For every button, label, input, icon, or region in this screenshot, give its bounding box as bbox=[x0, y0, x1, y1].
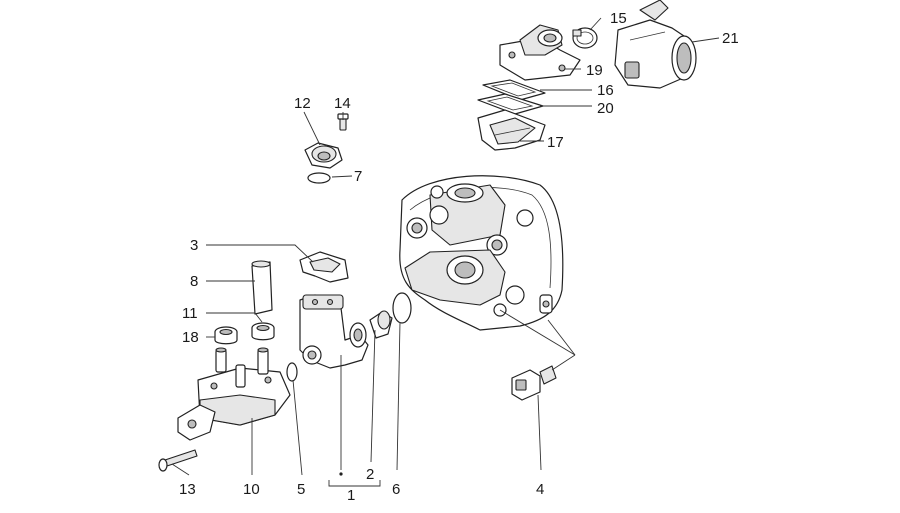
temperature-sensor-4 bbox=[511, 365, 557, 401]
cap-11 bbox=[251, 322, 275, 341]
carburetor-21 bbox=[614, 0, 697, 89]
callout-12: 12 bbox=[294, 95, 311, 112]
callout-10: 10 bbox=[243, 481, 260, 498]
callout-7: 7 bbox=[354, 168, 362, 185]
o-ring-7 bbox=[307, 172, 331, 184]
callout-2: 2 bbox=[366, 466, 374, 483]
hose-clamp-15 bbox=[572, 27, 598, 49]
hose-8 bbox=[251, 260, 273, 315]
callout-14: 14 bbox=[334, 95, 351, 112]
callout-5: 5 bbox=[297, 481, 305, 498]
callout-13: 13 bbox=[179, 481, 196, 498]
thermostat-housing-1 bbox=[299, 294, 369, 369]
callout-21: 21 bbox=[722, 30, 739, 47]
callout-15: 15 bbox=[610, 10, 627, 27]
leader-lines bbox=[171, 17, 720, 487]
o-ring-6 bbox=[392, 292, 412, 324]
callout-6: 6 bbox=[392, 481, 400, 498]
callout-16: 16 bbox=[597, 82, 614, 99]
clip-3 bbox=[299, 251, 349, 283]
intake-manifold-19 bbox=[499, 24, 581, 81]
callout-labels: 15 21 19 16 20 17 12 14 7 3 8 11 18 13 1… bbox=[179, 10, 739, 504]
callout-18: 18 bbox=[182, 329, 199, 346]
thermostat-insert-2 bbox=[369, 310, 393, 339]
callout-17: 17 bbox=[547, 134, 564, 151]
callout-8: 8 bbox=[190, 273, 198, 290]
distributor-block-10 bbox=[177, 347, 291, 441]
cylinder-head bbox=[399, 175, 564, 331]
bolt-13 bbox=[158, 449, 198, 472]
callout-19: 19 bbox=[586, 62, 603, 79]
housing-12 bbox=[304, 142, 343, 169]
callout-1-dot bbox=[339, 472, 343, 476]
callout-3: 3 bbox=[190, 237, 198, 254]
o-ring-5 bbox=[286, 362, 298, 382]
reed-valve-17 bbox=[477, 109, 546, 151]
cap-18 bbox=[214, 326, 238, 345]
callout-1: 1 bbox=[347, 487, 355, 504]
callout-4: 4 bbox=[536, 481, 544, 498]
gasket-20 bbox=[477, 93, 544, 115]
callout-11: 11 bbox=[182, 305, 198, 322]
callout-20: 20 bbox=[597, 100, 614, 117]
